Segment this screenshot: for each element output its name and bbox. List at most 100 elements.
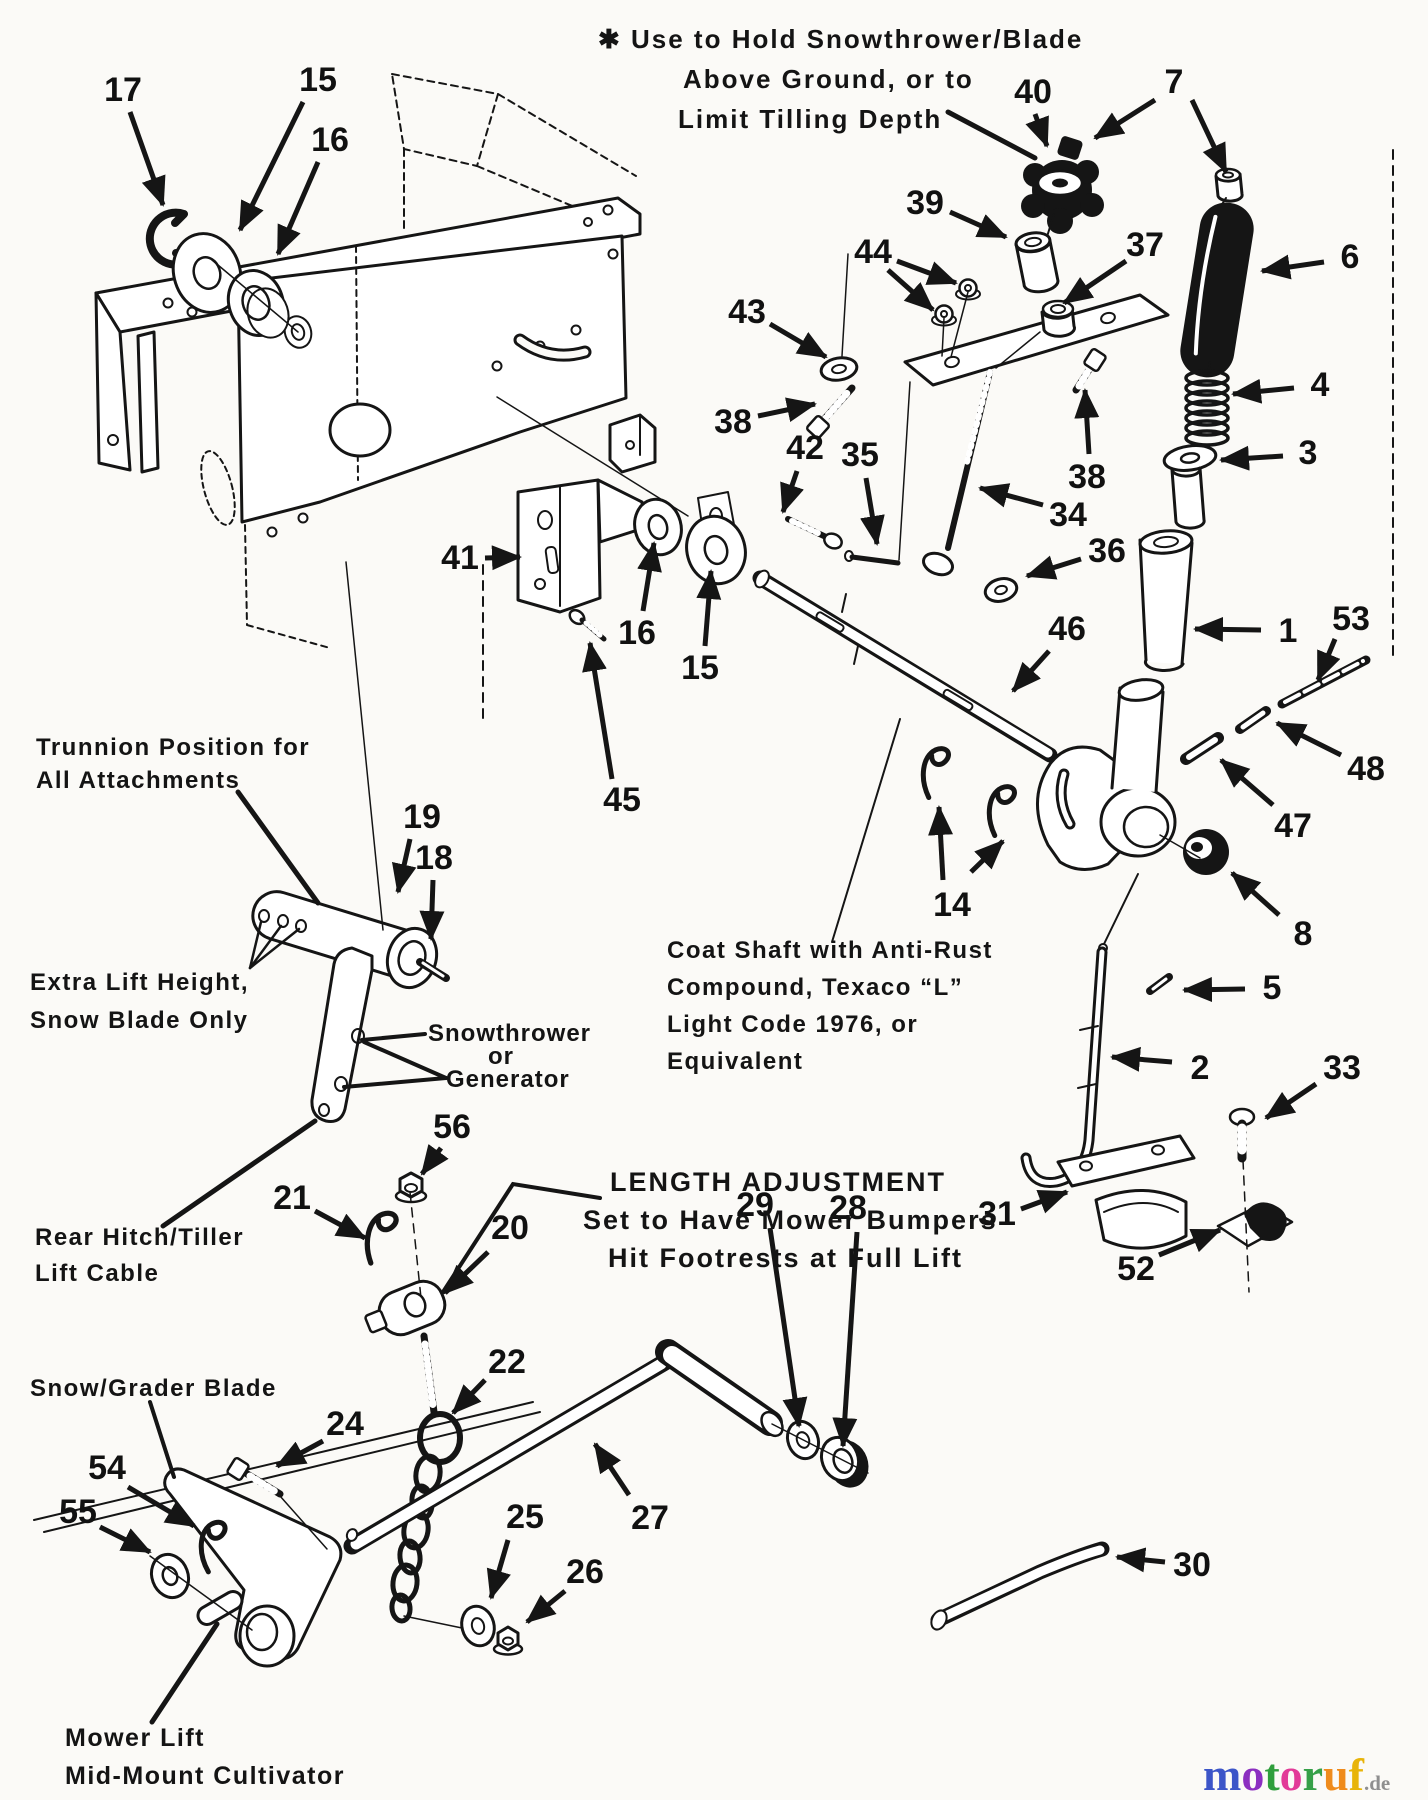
hairpin-clips-14 <box>920 746 1015 837</box>
flange-nuts-44 <box>931 278 981 327</box>
arrow-to-part-56 <box>419 1144 449 1176</box>
leader-line <box>148 1400 176 1479</box>
arrow-to-part-38a <box>757 397 817 423</box>
leader-line <box>248 927 301 970</box>
washer-36 <box>983 577 1019 603</box>
leader-line <box>362 1040 448 1080</box>
flange-nut-56 <box>394 1171 428 1204</box>
arrow-to-part-46 <box>1011 649 1051 693</box>
spring-4 <box>1184 361 1230 447</box>
leader-line <box>995 331 1041 369</box>
part-number-15a: 15 <box>299 61 337 99</box>
part-number-27: 27 <box>631 1499 669 1537</box>
leader-line <box>441 1181 602 1294</box>
arrow-to-part-6 <box>1260 254 1325 280</box>
lift-chain <box>389 1453 443 1624</box>
part-number-24: 24 <box>326 1405 364 1443</box>
part-number-33: 33 <box>1323 1049 1361 1087</box>
part-number-2: 2 <box>1191 1049 1210 1087</box>
leader-line <box>945 109 1038 161</box>
leader-line <box>160 1118 318 1229</box>
leader-line <box>1159 834 1201 859</box>
washer-15-mid <box>685 514 747 586</box>
bracket-41 <box>516 478 646 614</box>
part-number-36: 36 <box>1088 532 1126 570</box>
part-number-28: 28 <box>829 1189 867 1227</box>
leader-line <box>248 924 283 970</box>
part-number-31: 31 <box>978 1195 1016 1233</box>
part-number-37: 37 <box>1126 226 1164 264</box>
arrow-to-part-28 <box>832 1231 860 1448</box>
note-snow-grader-blade: Snow/Grader Blade <box>30 1375 277 1402</box>
part-number-40: 40 <box>1014 73 1052 111</box>
part-number-16b: 16 <box>618 614 656 652</box>
part-number-47: 47 <box>1274 807 1312 845</box>
flange-nut-26 <box>492 1625 524 1656</box>
arrow-to-part-52 <box>1158 1227 1222 1258</box>
arrow-to-part-4 <box>1231 378 1295 404</box>
arrow-to-part-20 <box>443 1250 490 1295</box>
leader-line <box>345 561 384 931</box>
part-number-39: 39 <box>906 184 944 222</box>
lower-tube <box>1110 678 1165 794</box>
arrow-to-part-45 <box>582 641 615 780</box>
part-number-30: 30 <box>1173 1546 1211 1584</box>
handle-rod-30 <box>930 1541 1110 1631</box>
part-number-43: 43 <box>728 293 766 331</box>
leader-line <box>841 253 849 357</box>
star-knob-40 <box>1021 136 1104 241</box>
arrow-to-part-14 <box>969 839 1005 874</box>
j-rod-34 <box>921 369 993 577</box>
part-number-38b: 38 <box>1068 458 1106 496</box>
part-number-44: 44 <box>854 233 892 271</box>
part-number-1: 1 <box>1279 612 1298 650</box>
arrow-to-part-41 <box>484 545 522 571</box>
arrow-to-part-39 <box>948 209 1008 240</box>
arrow-to-part-22 <box>451 1378 487 1415</box>
arrow-to-part-16a <box>275 161 321 256</box>
part-number-21: 21 <box>273 1179 311 1217</box>
leader-line <box>941 317 945 357</box>
part-number-7: 7 <box>1165 63 1184 101</box>
part-number-19: 19 <box>403 798 441 836</box>
arrow-to-part-31 <box>1020 1189 1069 1214</box>
arrow-to-part-24 <box>275 1438 325 1469</box>
flange-bushing-28 <box>819 1435 869 1488</box>
arrow-to-part-15a <box>237 100 306 232</box>
arrow-to-part-14 <box>928 805 954 881</box>
leader-line <box>149 1555 253 1631</box>
motoruf-logo[interactable]: motoruf.de <box>1203 1749 1390 1800</box>
arrow-to-part-42 <box>780 470 804 514</box>
washer-15-upper <box>171 232 243 314</box>
part-number-18: 18 <box>415 839 453 877</box>
part-number-29: 29 <box>736 1186 774 1224</box>
cross-shaft-46 <box>752 569 1058 763</box>
part-number-46: 46 <box>1048 610 1086 648</box>
arrow-to-part-21 <box>313 1208 367 1241</box>
leader-line <box>403 1615 463 1629</box>
arrow-to-part-3 <box>1219 445 1284 471</box>
part-number-20: 20 <box>491 1209 529 1247</box>
washer-16-mid <box>633 497 683 557</box>
cap-nut-7 <box>1214 167 1244 207</box>
part-number-17: 17 <box>104 71 142 109</box>
lift-link <box>310 946 374 1123</box>
leader-line <box>409 1191 422 1299</box>
leader-line <box>1242 1159 1250 1293</box>
clevis-pin <box>196 1590 244 1626</box>
leader-line <box>235 789 321 906</box>
pin-5 <box>1146 973 1173 995</box>
bolt-38-right <box>1072 347 1107 394</box>
washer-25 <box>460 1604 496 1648</box>
pivot-plate-37 <box>903 293 1170 387</box>
arrow-to-part-2 <box>1110 1046 1173 1072</box>
arrow-to-part-35 <box>860 477 885 546</box>
part-number-52: 52 <box>1117 1250 1155 1288</box>
arrow-to-part-47 <box>1219 758 1275 807</box>
washer-43 <box>819 356 859 382</box>
trunnion-arm-19 <box>251 890 439 990</box>
